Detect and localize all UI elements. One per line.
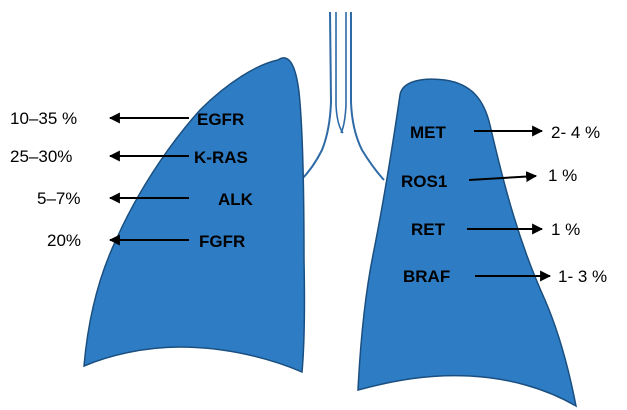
gene-label-ret: RET [411,220,446,239]
gene-label-fgfr: FGFR [199,232,245,251]
frequency-braf: 1- 3 % [558,267,607,286]
gene-label-ros1: ROS1 [401,172,447,191]
gene-label-braf: BRAF [403,267,450,286]
frequency-fgfr: 20% [47,231,81,250]
frequency-alk: 5–7% [37,189,80,208]
gene-label-egfr: EGFR [197,110,244,129]
gene-label-alk: ALK [218,190,254,209]
frequency-met: 2- 4 % [551,123,600,142]
left-lung [84,58,304,372]
frequency-ret: 1 % [551,220,580,239]
frequency-egfr: 10–35 % [10,109,77,128]
gene-label-met: MET [410,123,447,142]
right-lung [358,79,576,406]
frequency-ros1: 1 % [548,166,577,185]
trachea [301,12,384,180]
frequency-k-ras: 25–30% [10,147,72,166]
gene-label-k-ras: K-RAS [194,148,248,167]
